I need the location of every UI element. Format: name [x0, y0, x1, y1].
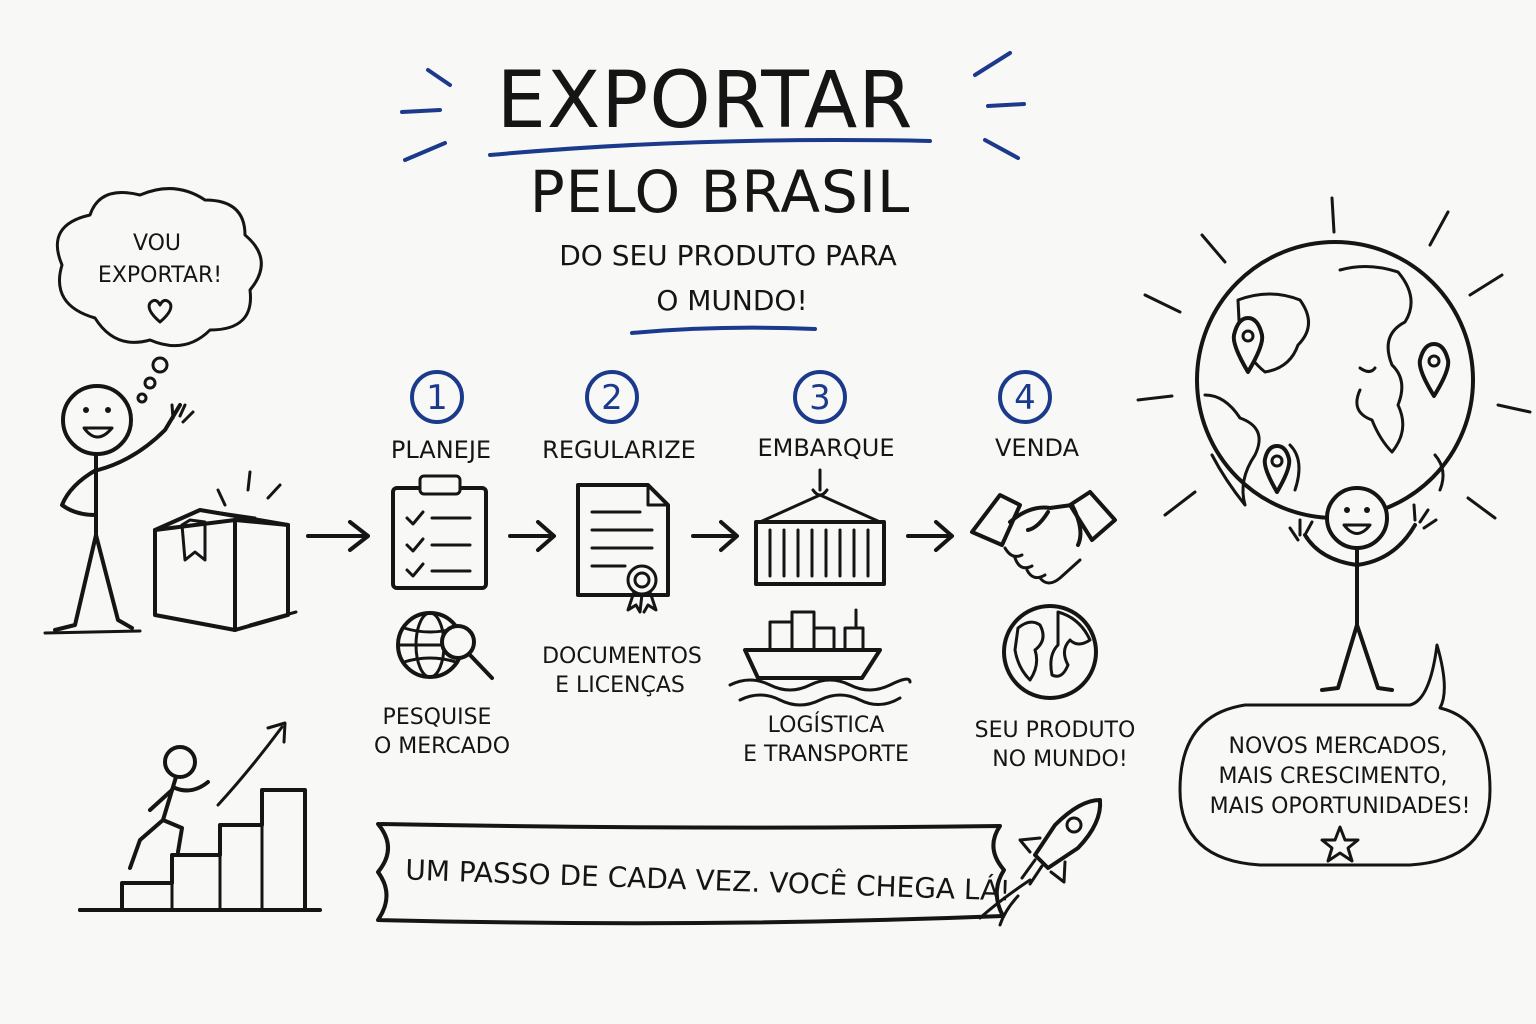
step-2: 2 REGULARIZE DOCUMENTOS E LICENÇAS	[542, 370, 702, 698]
tagline-part2: O MUNDO!	[656, 284, 807, 317]
arrow-1	[306, 520, 370, 552]
step-2-label: REGULARIZE	[542, 436, 696, 464]
step-4-number: 4	[1014, 378, 1036, 418]
speech-line2: MAIS CRESCIMENTO,	[1219, 764, 1448, 789]
star-icon	[1320, 825, 1360, 863]
title-burst-right	[973, 51, 1026, 160]
step-1-caption-line2: O MERCADO	[374, 734, 510, 759]
stick-figure-waving	[43, 384, 195, 635]
arrow-2	[508, 520, 556, 552]
speech-line3: MAIS OPORTUNIDADES!	[1210, 794, 1471, 819]
thought-bubble: VOU EXPORTAR!	[56, 187, 263, 404]
arrow-4	[906, 520, 954, 552]
step-1-label: PLANEJE	[391, 436, 491, 464]
step-3-number-circle	[793, 370, 847, 424]
clipboard-checklist-icon	[391, 474, 488, 590]
thought-line2: EXPORTAR!	[98, 263, 222, 288]
tagline-underline	[630, 325, 817, 335]
step-4: 4 VENDA SEU PRODUTO NO MUNDO!	[970, 370, 1136, 772]
globe-rays	[1136, 196, 1532, 520]
step-2-caption-line1: DOCUMENTOS	[542, 644, 702, 669]
globe-icon	[1002, 604, 1098, 700]
step-2-number-circle	[585, 370, 639, 424]
cargo-ship-icon	[728, 608, 912, 707]
heart-icon	[147, 298, 173, 324]
title-underline	[488, 137, 932, 157]
step-2-caption-line2: E LICENÇAS	[555, 673, 685, 698]
title-block: EXPORTAR PELO BRASIL DO SEU PRODUTO PARA…	[400, 51, 1026, 335]
step-1: 1 PLANEJE PESQUISE O MERCADO	[374, 370, 510, 759]
container-crane-icon	[754, 468, 886, 586]
certificate-document-icon	[576, 483, 670, 614]
map-pin-icon	[1231, 316, 1265, 374]
big-globe	[1136, 196, 1532, 520]
step-3-number: 3	[809, 378, 831, 418]
rocket-icon	[978, 798, 1103, 927]
box-icon	[153, 470, 298, 632]
banner: UM PASSO DE CADA VEZ. VOCÊ CHEGA LÁ!	[376, 822, 1011, 926]
thought-line1: VOU	[133, 231, 181, 256]
map-pin-icon	[1262, 444, 1292, 494]
speech-line1: NOVOS MERCADOS,	[1228, 734, 1447, 759]
speech-bubble: NOVOS MERCADOS, MAIS CRESCIMENTO, MAIS O…	[1178, 643, 1492, 867]
step-4-label: VENDA	[995, 434, 1080, 462]
title-burst-left	[400, 68, 452, 162]
flow-arrows	[306, 520, 954, 552]
step-2-number: 2	[601, 378, 623, 418]
step-4-caption-line1: SEU PRODUTO	[975, 718, 1136, 743]
step-1-caption-line1: PESQUISE	[383, 705, 492, 730]
step-1-number: 1	[426, 378, 448, 418]
step-1-number-circle	[410, 370, 464, 424]
map-pin-icon	[1417, 342, 1451, 398]
step-4-number-circle	[998, 370, 1052, 424]
tagline-part1: DO SEU PRODUTO PARA	[559, 239, 897, 272]
stairs-growth-icon	[78, 721, 322, 912]
arrow-3	[691, 520, 739, 552]
step-3-caption-line2: E TRANSPORTE	[743, 742, 909, 767]
step-3: 3 EMBARQUE LOGÍSTICA E TRANSPORTE	[728, 370, 912, 767]
globe-search-icon	[396, 611, 494, 680]
step-4-caption-line2: NO MUNDO!	[992, 747, 1127, 772]
stick-figure-cheering	[1288, 486, 1438, 692]
handshake-icon	[970, 490, 1117, 585]
title-line2: PELO BRASIL	[530, 158, 911, 226]
title-line1: EXPORTAR	[497, 56, 914, 146]
step-3-caption-line1: LOGÍSTICA	[768, 712, 885, 738]
step-3-label: EMBARQUE	[757, 434, 894, 462]
